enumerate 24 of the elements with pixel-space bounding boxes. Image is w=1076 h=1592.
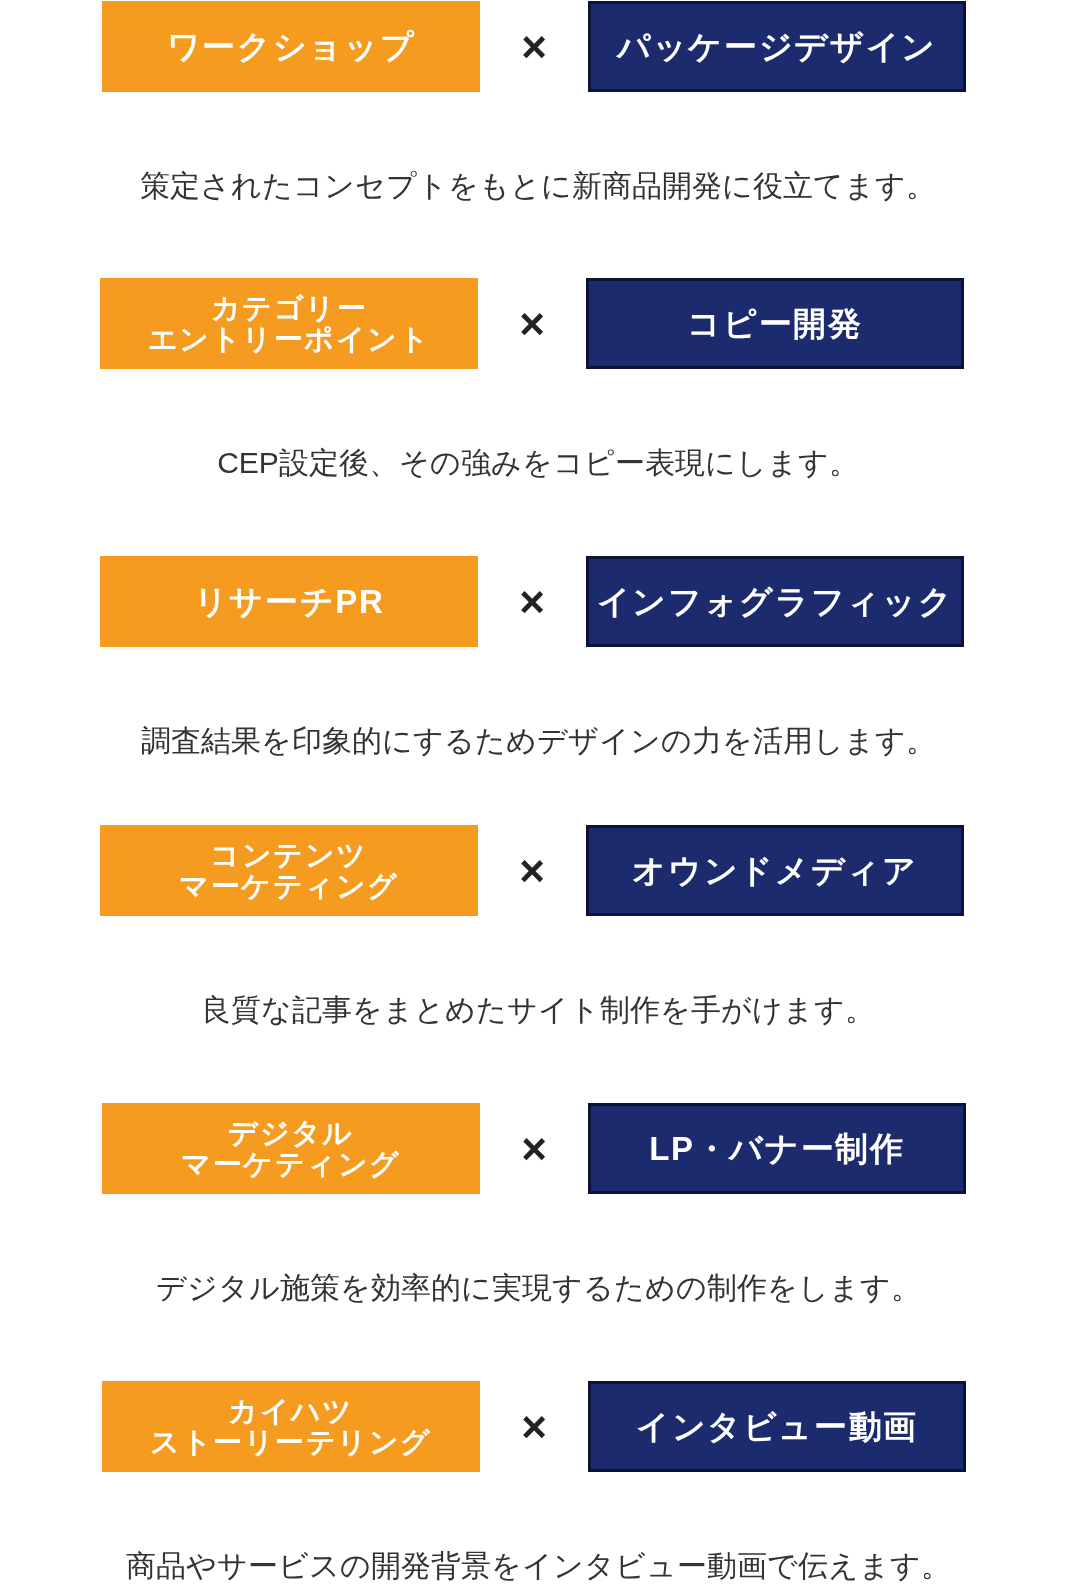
output-box: LP・バナー制作: [588, 1103, 966, 1194]
multiply-sign: ×: [518, 579, 546, 624]
service-box: デジタルマーケティング: [102, 1103, 480, 1194]
description-text: 策定されたコンセプトをもとに新商品開発に役立てます。: [140, 168, 936, 204]
description-text: 商品やサービスの開発背景をインタビュー動画で伝えます。: [125, 1548, 951, 1584]
output-box: インタビュー動画: [588, 1381, 966, 1472]
description-text: 調査結果を印象的にするためデザインの力を活用します。: [140, 723, 936, 759]
output-box: パッケージデザイン: [588, 1, 966, 92]
output-box: インフォグラフィック: [586, 556, 964, 647]
service-box: ワークショップ: [102, 1, 480, 92]
service-box: カテゴリーエントリーポイント: [100, 278, 478, 369]
description-text: 良質な記事をまとめたサイト制作を手がけます。: [201, 992, 875, 1028]
output-box: オウンドメディア: [586, 825, 964, 916]
description-text: デジタル施策を効率的に実現するための制作をします。: [155, 1270, 921, 1306]
multiply-sign: ×: [520, 1126, 548, 1171]
multiply-sign: ×: [520, 24, 548, 69]
multiply-sign: ×: [518, 848, 546, 893]
description-text: CEP設定後、その強みをコピー表現にします。: [217, 445, 859, 481]
service-box: コンテンツマーケティング: [100, 825, 478, 916]
multiply-sign: ×: [518, 301, 546, 346]
output-box: コピー開発: [586, 278, 964, 369]
multiply-sign: ×: [520, 1404, 548, 1449]
service-box: カイハツストーリーテリング: [102, 1381, 480, 1472]
service-box: リサーチPR: [100, 556, 478, 647]
